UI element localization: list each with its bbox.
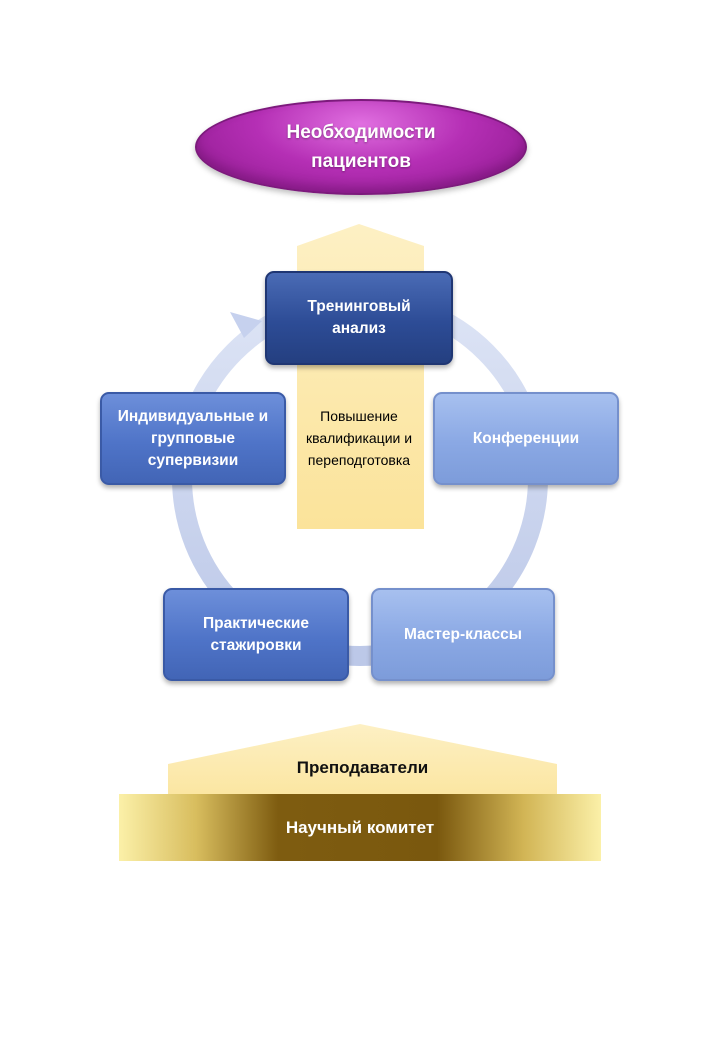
box-master-classes: Мастер-классы: [371, 588, 555, 681]
box-supervisions: Индивидуальные и групповые супервизии: [100, 392, 286, 485]
training-analysis-line2: анализ: [332, 320, 386, 337]
center-arrow-column: [297, 224, 424, 529]
goal-label: Необходимости пациентов: [261, 118, 461, 176]
scientific-committee-label: Научный комитет: [285, 817, 435, 837]
master-classes-label: Мастер-классы: [403, 625, 523, 643]
box-training-analysis: Тренинговый анализ: [265, 271, 453, 365]
box-conferences: Конференции: [433, 392, 619, 485]
goal-label-line1: Необходимости: [286, 122, 436, 143]
goal-ellipse: Необходимости пациентов: [195, 99, 527, 195]
training-analysis-line1: Тренинговый: [307, 298, 411, 315]
practical-internships-line2: стажировки: [210, 636, 302, 654]
center-label: Повышение квалификации и переподготовка: [297, 405, 421, 471]
supervisions-line3: супервизии: [147, 451, 239, 469]
supervisions-line2: групповые: [151, 429, 235, 447]
teachers-label: Преподаватели: [296, 758, 429, 777]
supervisions-line1: Индивидуальные и: [117, 407, 269, 425]
conferences-label: Конференции: [472, 429, 580, 447]
practical-internships-line1: Практические: [202, 614, 310, 632]
center-label-line2: квалификации и: [305, 430, 413, 446]
teachers-roof: [168, 724, 557, 794]
goal-label-line2: пациентов: [311, 151, 411, 172]
cycle-arrowhead: [230, 312, 262, 338]
box-practical-internships: Практические стажировки: [163, 588, 349, 681]
center-label-line3: переподготовка: [307, 452, 411, 468]
scientific-committee-bar: Научный комитет: [119, 794, 601, 861]
center-label-line1: Повышение: [320, 408, 398, 424]
